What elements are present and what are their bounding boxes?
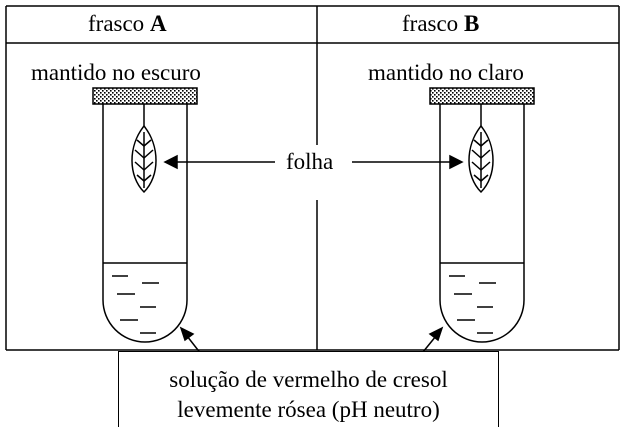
solution-line-2: levemente rósea (pH neutro) bbox=[177, 397, 440, 422]
flask-b-header-prefix: frasco bbox=[402, 11, 464, 36]
flask-b-stopper bbox=[429, 87, 535, 105]
flask-a-stopper bbox=[92, 87, 198, 105]
leaf-arrows bbox=[163, 154, 464, 170]
flask-b-tube bbox=[439, 104, 525, 343]
flask-a-header: frasco A bbox=[88, 12, 167, 35]
flask-a-header-prefix: frasco bbox=[88, 11, 150, 36]
flask-b-leaf bbox=[468, 104, 494, 194]
flask-b-liquid-waves bbox=[449, 275, 496, 334]
flask-a-leaf bbox=[131, 104, 157, 194]
flask-a-condition: mantido no escuro bbox=[31, 60, 201, 85]
flask-a-tube bbox=[102, 104, 188, 343]
flask-b bbox=[429, 87, 535, 343]
flask-a-liquid-waves bbox=[112, 275, 159, 334]
leaf-label: folha bbox=[286, 149, 334, 174]
solution-label-box: solução de vermelho de cresol levemente … bbox=[118, 351, 499, 427]
flask-a bbox=[92, 87, 198, 343]
flask-b-letter: B bbox=[463, 11, 480, 36]
flask-b-condition: mantido no claro bbox=[368, 60, 524, 85]
flask-b-header: frasco B bbox=[402, 12, 479, 35]
table-frame bbox=[5, 5, 620, 351]
flask-a-letter: A bbox=[149, 11, 167, 36]
solution-line-1: solução de vermelho de cresol bbox=[169, 367, 448, 392]
